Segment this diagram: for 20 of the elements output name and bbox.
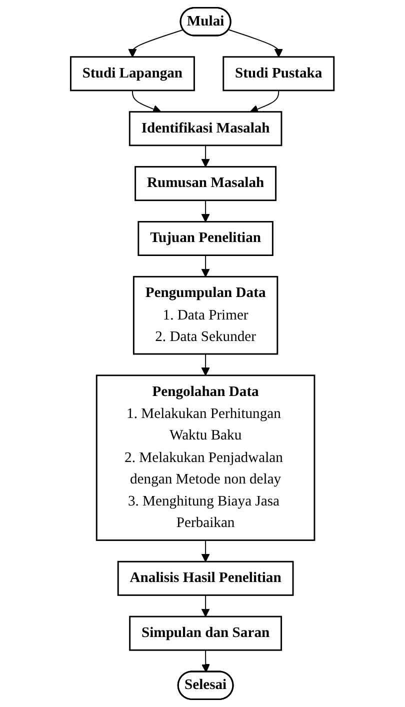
arrow xyxy=(128,29,184,58)
node-box: Simpulan dan Saran xyxy=(129,616,282,651)
arrow xyxy=(202,650,210,672)
node-box: Pengumpulan Data 1. Data Primer 2. Data Sekunder xyxy=(133,276,278,355)
arrow xyxy=(228,29,284,58)
arrow xyxy=(132,90,162,114)
node-box: Tujuan Penelitian xyxy=(138,221,274,256)
arrow xyxy=(250,90,280,114)
node-box: Analisis Hasil Penelitian xyxy=(118,560,294,596)
node-box: Studi Lapangan xyxy=(70,56,196,92)
node-box: Pengolahan Data 1. Melakukan Perhitungan Waktu Baku 2. Melakukan Penjadwalan dengan Metode non delay 3. Menghitung Biaya Jasa Perbaikan xyxy=(96,374,316,541)
arrow xyxy=(201,540,210,562)
node-box: Studi Pustaka xyxy=(222,56,335,92)
node-box: Identifikasi Masalah xyxy=(129,111,282,146)
arrow xyxy=(201,594,210,617)
arrow xyxy=(201,354,210,376)
node-box: Rumusan Masalah xyxy=(134,166,277,202)
arrow xyxy=(201,200,210,222)
arrow xyxy=(201,144,210,168)
arrow xyxy=(201,254,210,278)
